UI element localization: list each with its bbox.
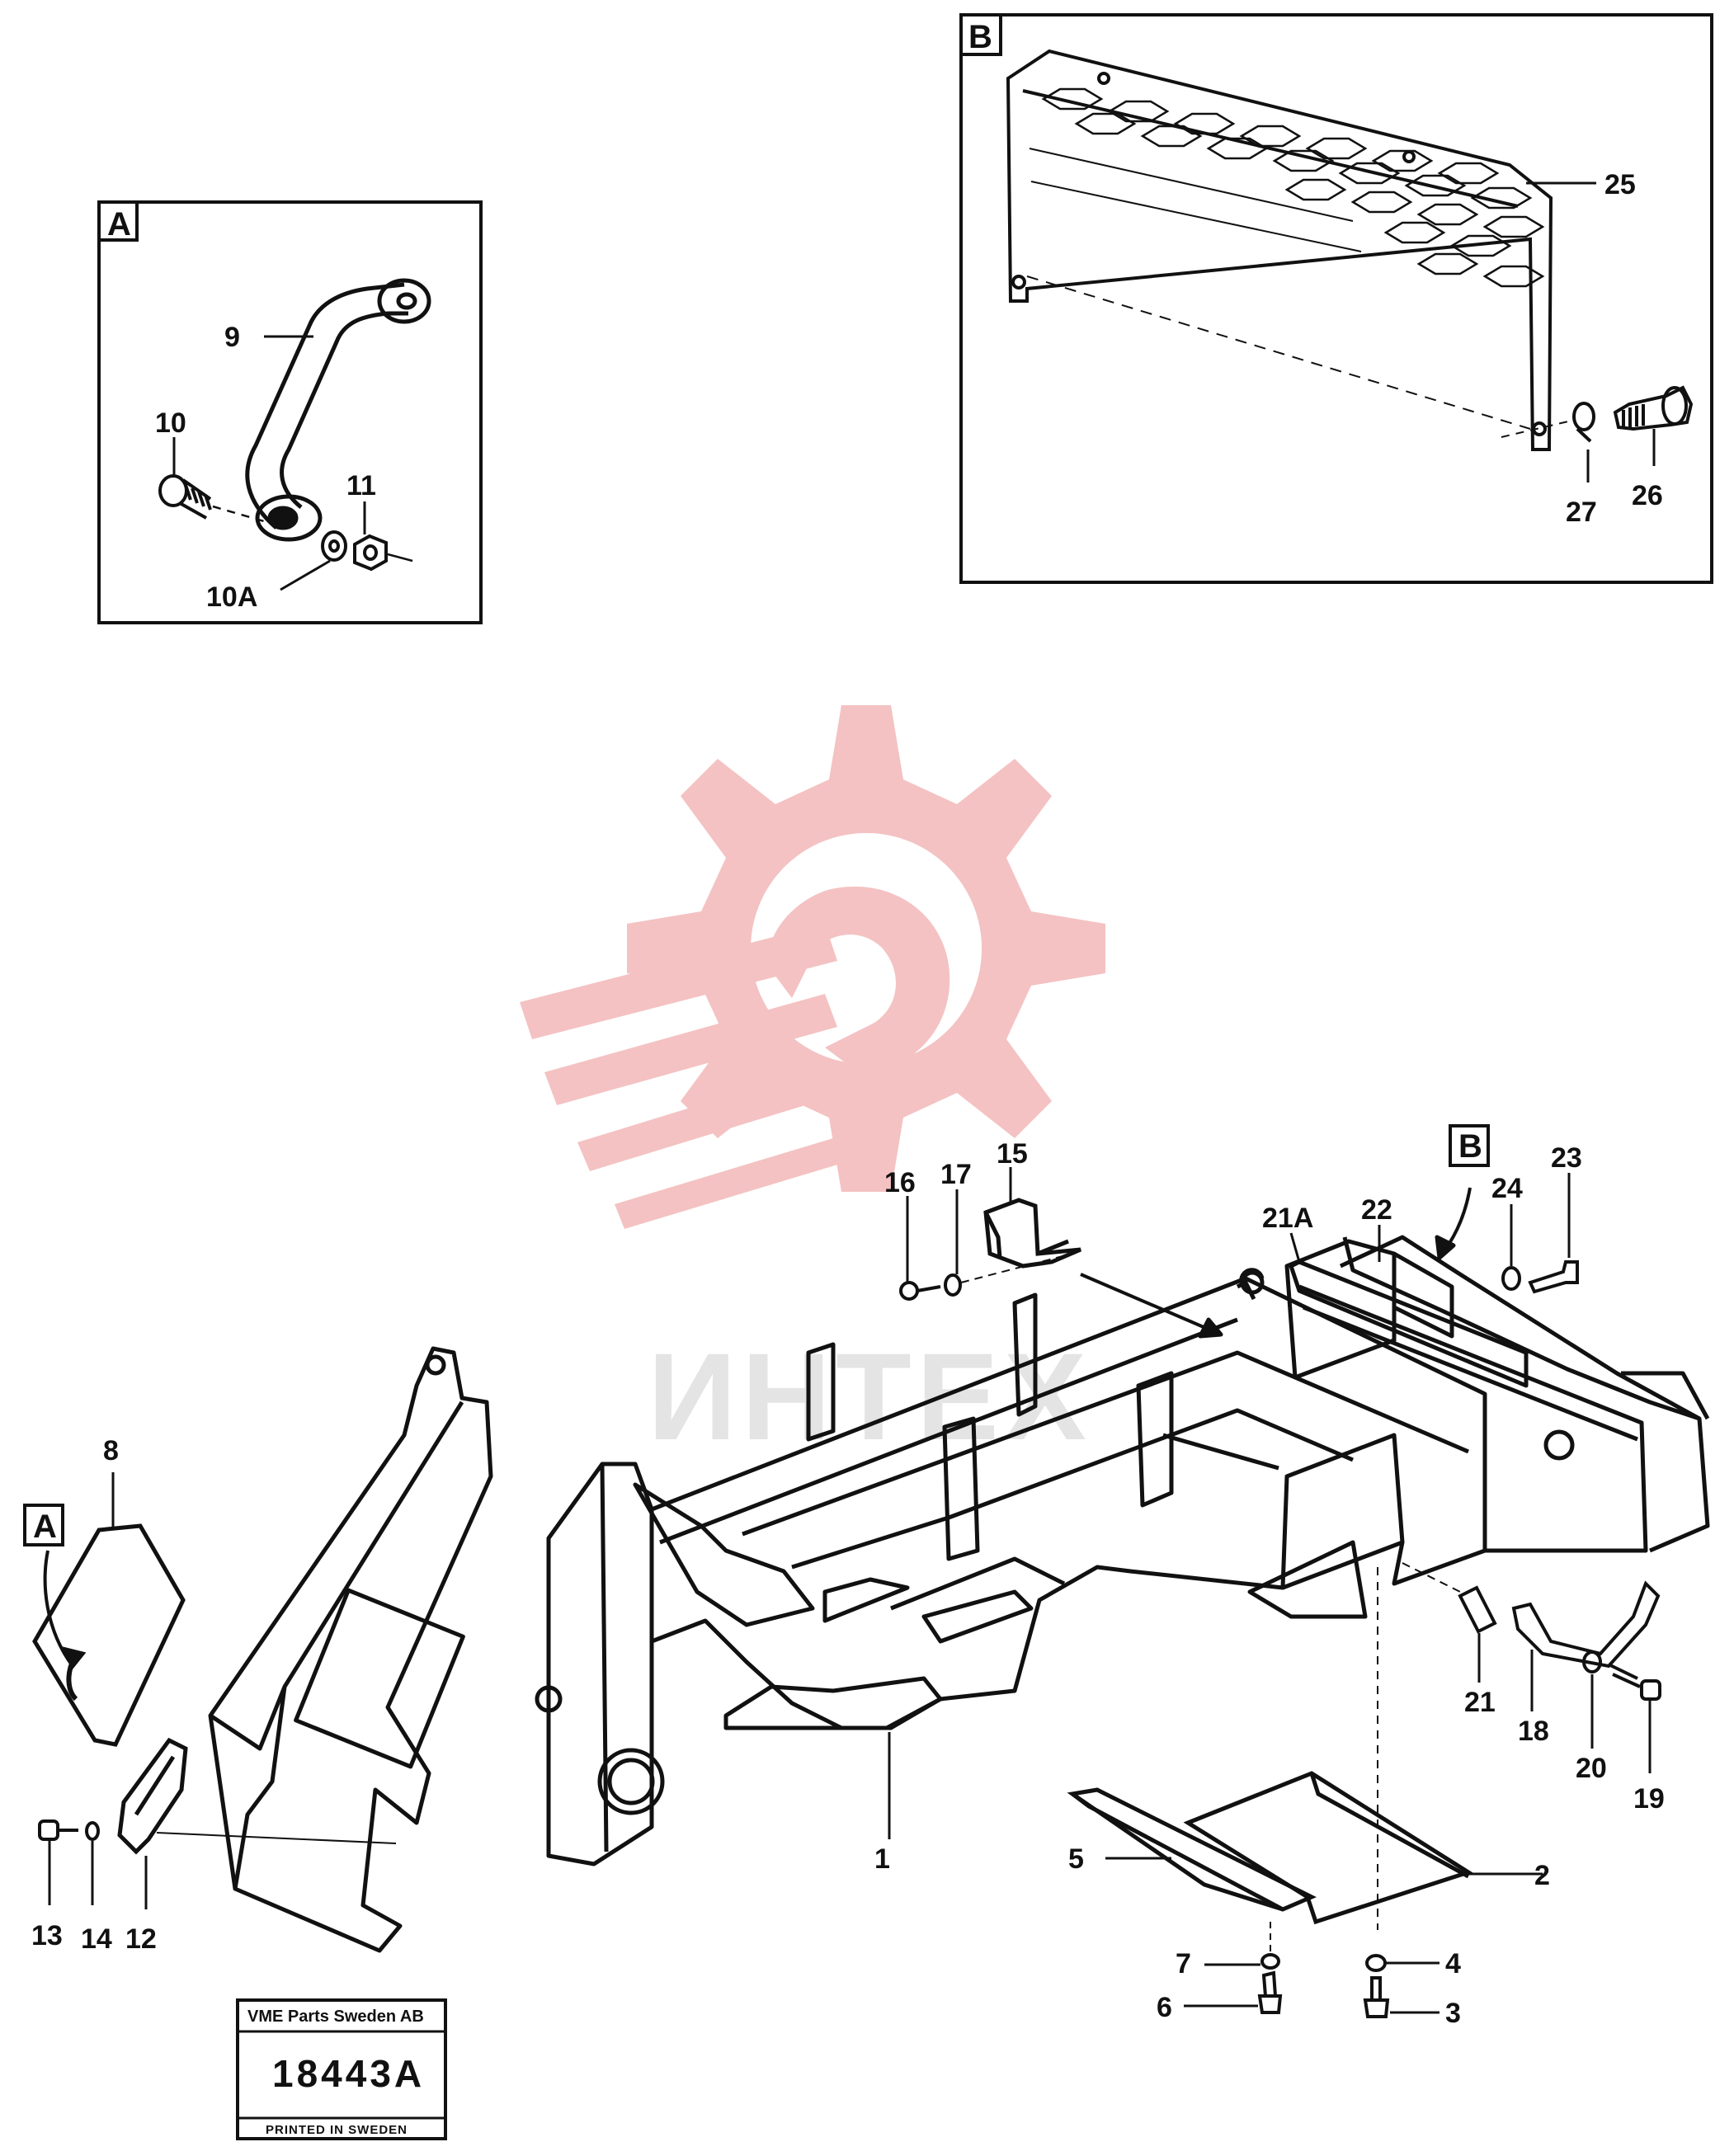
watermark-wrench bbox=[767, 886, 950, 1072]
washer-part-7 bbox=[1204, 1953, 1280, 1970]
bolt-part-23 bbox=[1528, 1260, 1579, 1294]
label-10: 10 bbox=[155, 407, 186, 439]
inset-a-tag: A bbox=[107, 206, 131, 242]
inset-b-tag: B bbox=[968, 19, 992, 55]
callout-a-box bbox=[23, 1504, 64, 1546]
inset-a-tag-box bbox=[97, 200, 139, 242]
watermark-swoosh-3 bbox=[577, 1064, 846, 1171]
inset-b-tag-box bbox=[959, 13, 1002, 56]
label-24: 24 bbox=[1491, 1173, 1523, 1204]
bracket-part-15 bbox=[983, 1167, 1081, 1269]
label-26: 26 bbox=[1632, 480, 1663, 511]
label-18: 18 bbox=[1518, 1716, 1549, 1747]
washer-part-27 bbox=[1501, 402, 1595, 443]
stamp-frame bbox=[236, 1998, 447, 2140]
lever-part-18 bbox=[1511, 1580, 1661, 1711]
grille-mesh bbox=[1041, 87, 1545, 288]
label-10a: 10A bbox=[206, 581, 257, 613]
watermark-swoosh-1 bbox=[520, 924, 837, 1039]
leader-21a bbox=[1289, 1232, 1301, 1263]
watermark-logo-icon: ИНТЕХ bbox=[520, 705, 1105, 1466]
washer-part-4 bbox=[1365, 1954, 1440, 1972]
inset-b-frame bbox=[959, 13, 1713, 584]
washer-part-17 bbox=[944, 1189, 1073, 1297]
inset-b bbox=[959, 13, 1713, 584]
screw-part-16 bbox=[899, 1196, 941, 1301]
leader-10a bbox=[280, 559, 331, 591]
callout-a-tag: A bbox=[33, 1509, 57, 1545]
washer-part-24 bbox=[1501, 1266, 1521, 1291]
watermark-swoosh-2 bbox=[544, 994, 837, 1105]
label-6: 6 bbox=[1157, 1992, 1172, 2023]
bolt-part-19 bbox=[1608, 1663, 1661, 1773]
label-23: 23 bbox=[1551, 1142, 1582, 1174]
label-13: 13 bbox=[31, 1920, 63, 1951]
label-19: 19 bbox=[1633, 1783, 1665, 1815]
frame-assembly-part-1 bbox=[208, 1187, 1710, 1953]
handle-part-9 bbox=[245, 278, 431, 542]
washer-part-14 bbox=[85, 1821, 100, 1905]
label-5: 5 bbox=[1068, 1843, 1084, 1875]
watermark-gear bbox=[627, 705, 1105, 1192]
nut-part-11 bbox=[353, 534, 413, 572]
pin-part-21 bbox=[1402, 1562, 1497, 1683]
callout-b-box bbox=[1449, 1124, 1490, 1167]
bolt-part-6 bbox=[1184, 1922, 1283, 2014]
bracket-part-12 bbox=[117, 1737, 397, 1909]
cover-plate-part-8 bbox=[32, 1472, 186, 1747]
plate-part-21a bbox=[1289, 1259, 1529, 1388]
arrow-part-15 bbox=[1080, 1273, 1222, 1336]
label-11: 11 bbox=[346, 470, 376, 501]
watermark-swoosh-4 bbox=[615, 1138, 843, 1229]
callout-b-tag: B bbox=[1458, 1128, 1482, 1165]
catalog-stamp: VME Parts Sweden AB 18443A PRINTED IN SW… bbox=[236, 1998, 447, 2140]
label-27: 27 bbox=[1566, 497, 1597, 528]
belly-plate-part-5 bbox=[1067, 1787, 1317, 1912]
bolt-part-10 bbox=[158, 474, 265, 523]
label-14: 14 bbox=[81, 1923, 112, 1955]
label-25: 25 bbox=[1604, 169, 1636, 200]
label-21a: 21A bbox=[1262, 1203, 1313, 1234]
stamp-printed: PRINTED IN SWEDEN bbox=[266, 2123, 408, 2137]
counterweight-part-22 bbox=[1339, 1235, 1710, 1553]
label-4: 4 bbox=[1445, 1948, 1461, 1979]
label-2: 2 bbox=[1534, 1860, 1550, 1891]
inset-a bbox=[97, 200, 483, 624]
bolt-part-3 bbox=[1363, 1976, 1440, 2018]
watermark-text: ИНТЕХ bbox=[648, 1327, 1091, 1466]
label-8: 8 bbox=[103, 1435, 119, 1466]
label-15: 15 bbox=[997, 1138, 1028, 1170]
washer-part-20 bbox=[1582, 1650, 1602, 1749]
bolt-part-13 bbox=[38, 1819, 78, 1905]
bolt-part-26 bbox=[1613, 385, 1694, 431]
label-21: 21 bbox=[1464, 1687, 1496, 1718]
label-20: 20 bbox=[1576, 1753, 1607, 1784]
label-3: 3 bbox=[1445, 1998, 1461, 2029]
label-22: 22 bbox=[1361, 1194, 1392, 1226]
belly-plate-part-2 bbox=[1183, 1771, 1543, 1925]
stamp-number: 18443A bbox=[272, 2052, 425, 2095]
washer-part-10a bbox=[321, 530, 347, 562]
label-12: 12 bbox=[125, 1923, 157, 1955]
frame-window bbox=[294, 1588, 465, 1769]
label-16: 16 bbox=[884, 1167, 916, 1198]
label-1: 1 bbox=[874, 1843, 890, 1875]
label-9: 9 bbox=[224, 322, 240, 353]
stamp-company: VME Parts Sweden AB bbox=[247, 2008, 424, 2026]
grille-part-25 bbox=[1006, 49, 1553, 451]
inset-a-frame bbox=[97, 200, 483, 624]
label-17: 17 bbox=[940, 1159, 972, 1190]
label-7: 7 bbox=[1176, 1948, 1191, 1979]
